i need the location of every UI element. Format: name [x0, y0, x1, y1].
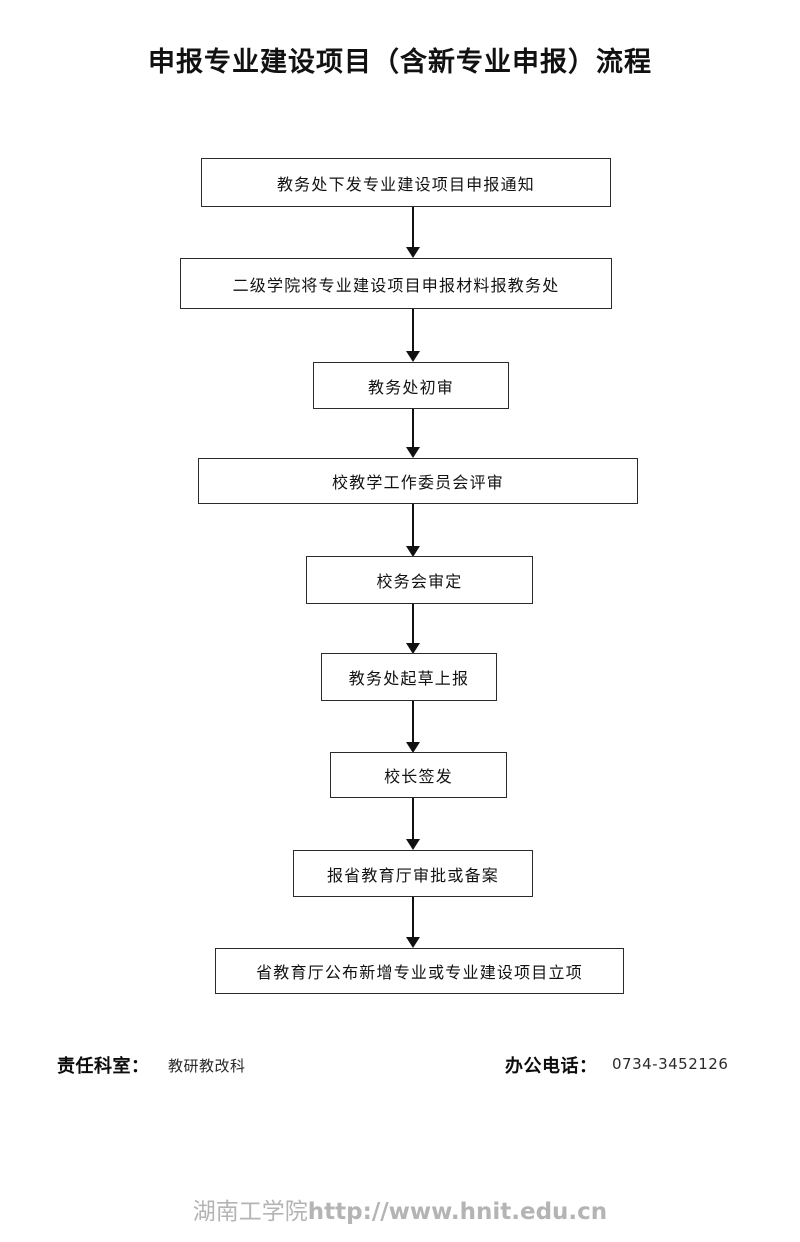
footer-info: 责任科室： 教研教改科 办公电话： 0734-3452126: [0, 1050, 800, 1078]
responsible-department-label: 责任科室：: [57, 1056, 150, 1077]
flow-arrow-2-to-3: [405, 309, 421, 362]
flow-node-label: 校务会审定: [376, 572, 463, 591]
flow-arrow-4-to-5: [405, 504, 421, 557]
arrow-head-icon: [406, 247, 420, 258]
flow-arrow-7-to-8: [405, 798, 421, 850]
flow-arrow-6-to-7: [405, 701, 421, 753]
arrow-head-icon: [406, 351, 420, 362]
office-phone-label: 办公电话：: [505, 1056, 598, 1077]
page-title: 申报专业建设项目（含新专业申报）流程: [148, 47, 652, 78]
arrow-head-icon: [406, 643, 420, 654]
arrow-stem: [412, 701, 414, 742]
flow-node-label: 教务处初审: [367, 377, 454, 397]
arrow-head-icon: [406, 742, 420, 753]
arrow-stem: [412, 798, 414, 839]
responsible-department-value: 教研教改科: [168, 1057, 246, 1075]
flow-node-label: 报省教育厅审批或备案: [326, 865, 499, 885]
arrow-head-icon: [406, 839, 420, 850]
flow-node-step-8[interactable]: 报省教育厅审批或备案: [293, 850, 533, 897]
flow-node-label: 二级学院将专业建设项目申报材料报教务处: [232, 275, 560, 295]
flow-node-step-4[interactable]: 校教学工作委员会评审: [198, 458, 638, 504]
arrow-stem: [412, 207, 414, 247]
office-phone-value: 0734-3452126: [612, 1055, 729, 1073]
arrow-stem: [412, 409, 414, 447]
watermark: 湖南工学院http://www.hnit.edu.cn: [0, 1192, 800, 1226]
arrow-head-icon: [406, 937, 420, 948]
flow-arrow-8-to-9: [405, 897, 421, 948]
flow-node-step-3[interactable]: 教务处初审: [313, 362, 509, 409]
flow-node-step-6[interactable]: 教务处起草上报: [321, 653, 497, 701]
flow-node-step-9[interactable]: 省教育厅公布新增专业或专业建设项目立项: [215, 948, 624, 994]
watermark-institution: 湖南工学院: [192, 1199, 308, 1225]
flow-node-step-1[interactable]: 教务处下发专业建设项目申报通知: [201, 158, 611, 207]
flow-node-label: 教务处下发专业建设项目申报通知: [276, 174, 535, 194]
flow-node-step-2[interactable]: 二级学院将专业建设项目申报材料报教务处: [180, 258, 612, 309]
arrow-head-icon: [406, 546, 420, 557]
arrow-stem: [412, 604, 414, 643]
flow-arrow-1-to-2: [405, 207, 421, 258]
flow-node-label: 省教育厅公布新增专业或专业建设项目立项: [256, 963, 583, 982]
watermark-url: http://www.hnit.edu.cn: [307, 1199, 608, 1225]
flow-node-label: 教务处起草上报: [348, 669, 470, 688]
flow-node-step-7[interactable]: 校长签发: [330, 752, 507, 798]
flow-arrow-5-to-6: [405, 604, 421, 654]
flow-node-label: 校长签发: [384, 767, 453, 786]
flow-node-label: 校教学工作委员会评审: [331, 473, 504, 492]
arrow-stem: [412, 897, 414, 937]
flow-arrow-3-to-4: [405, 409, 421, 458]
arrow-stem: [412, 309, 414, 351]
arrow-stem: [412, 504, 414, 546]
arrow-head-icon: [406, 447, 420, 458]
flow-node-step-5[interactable]: 校务会审定: [306, 556, 533, 604]
